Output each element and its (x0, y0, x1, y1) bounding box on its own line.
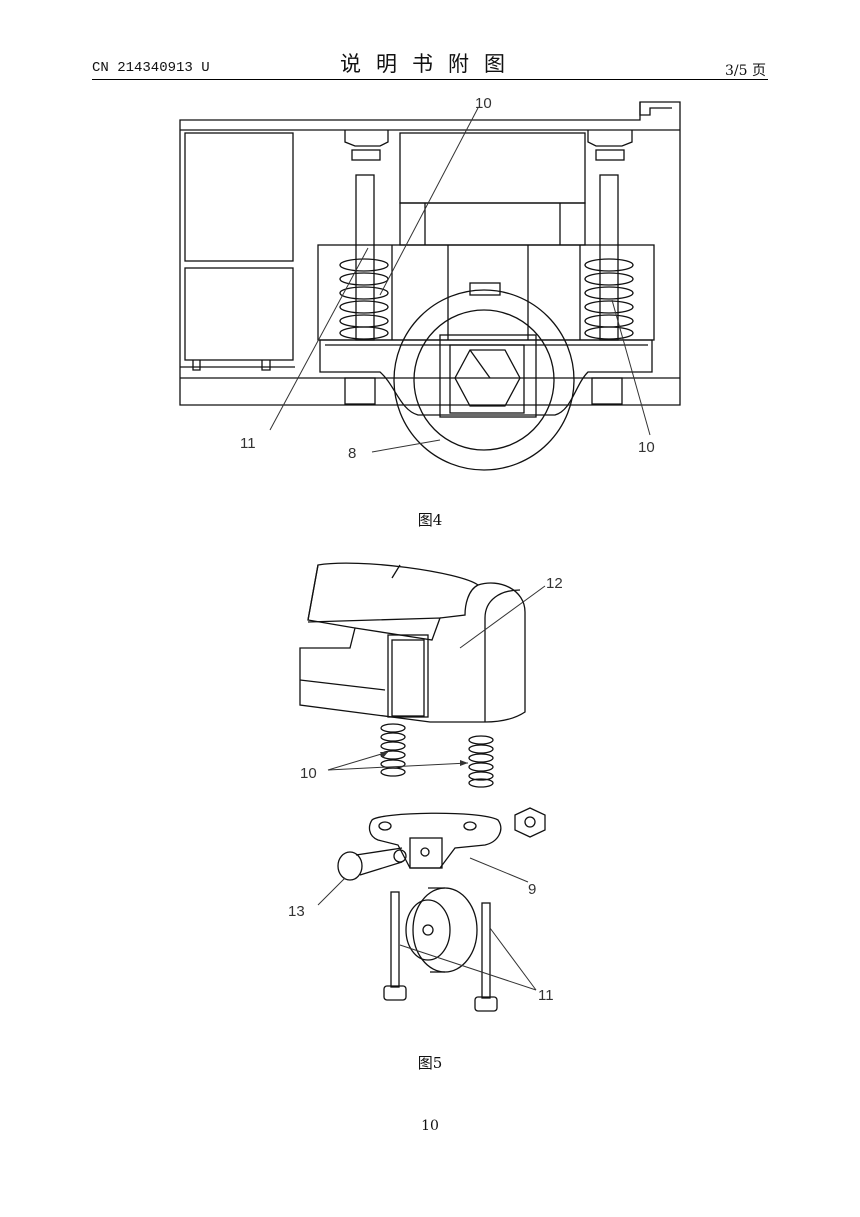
label-12: 12 (546, 575, 563, 592)
header-divider (92, 79, 768, 80)
figure-4-caption: 图4 (417, 511, 443, 529)
label-8: 8 (348, 445, 356, 462)
sheet-counter: 3/5 页 (725, 63, 766, 79)
label-9: 9 (528, 881, 536, 898)
patent-number: CN 214340913 U (92, 60, 210, 76)
label-10-top: 10 (475, 95, 492, 112)
figure-4-drawing: 10 10 11 8 (179, 95, 681, 471)
page-title: 说明书附图 (340, 52, 520, 76)
label-11: 11 (240, 435, 256, 452)
label-13: 13 (288, 903, 305, 920)
label-10-right: 10 (638, 439, 655, 456)
page-number: 10 (421, 1118, 439, 1134)
figure-5-drawing: 12 10 9 13 11 (288, 562, 563, 1012)
label-10-springs: 10 (300, 765, 317, 782)
figure-5-caption: 图5 (417, 1054, 443, 1072)
label-11-rods: 11 (538, 987, 554, 1004)
